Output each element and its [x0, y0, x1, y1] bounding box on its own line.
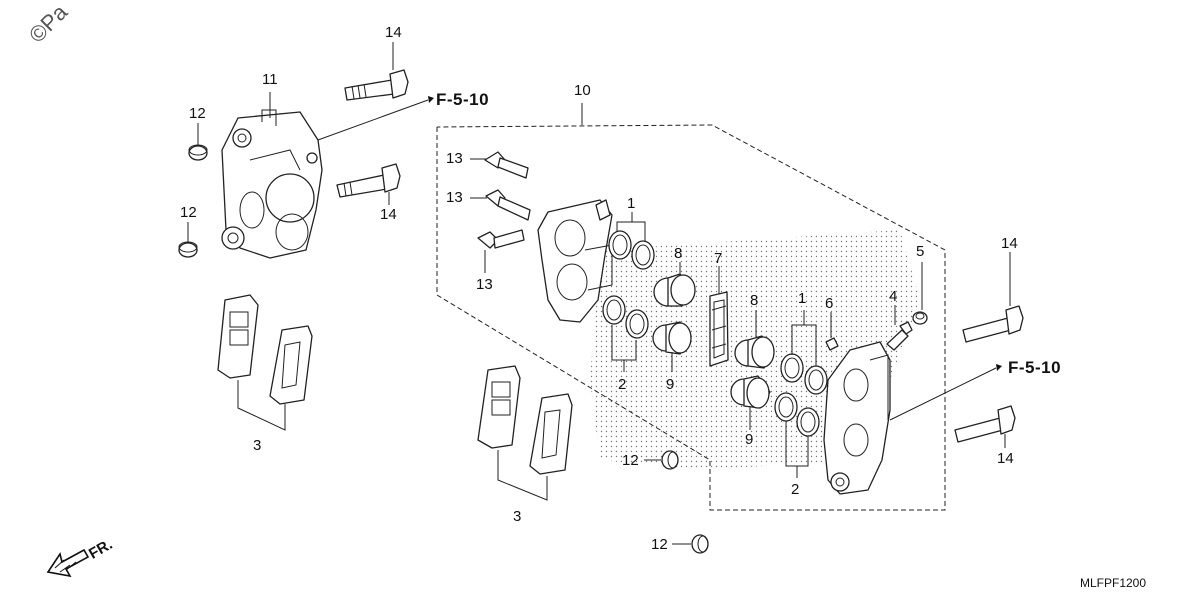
callout-1: 1	[627, 195, 636, 212]
left-caliper	[221, 109, 323, 259]
seals-2-center	[602, 295, 649, 339]
reference-label-upper: F-5-10	[436, 90, 490, 109]
cap-6	[825, 337, 839, 351]
callout-3: 3	[513, 508, 522, 525]
bolt-14-lower-right	[954, 405, 1016, 443]
callout-13: 13	[446, 189, 463, 206]
callout-14: 14	[385, 24, 402, 41]
drawing-code: MLFPF1200	[1080, 576, 1147, 590]
piston-8-center	[653, 273, 696, 307]
brake-pad-set-left	[217, 294, 313, 405]
callout-8: 8	[674, 245, 683, 262]
bushing-12-bottom	[691, 534, 709, 554]
bushing-12-lower-left	[178, 241, 198, 258]
callout-12: 12	[189, 105, 206, 122]
bolt-13-a	[484, 151, 529, 179]
callout-3: 3	[253, 437, 262, 454]
callout-12: 12	[180, 204, 197, 221]
seals-1-right	[780, 353, 828, 395]
bolt-13-b	[485, 189, 531, 221]
callout-7: 7	[714, 250, 723, 267]
reference-label-lower: F-5-10	[1008, 358, 1062, 377]
assembly-outline	[436, 103, 946, 511]
seals-1-center	[608, 230, 655, 270]
callout-14: 14	[380, 206, 397, 223]
front-arrow-icon	[46, 548, 90, 578]
callout-14: 14	[1001, 235, 1018, 252]
bushing-12-center	[661, 450, 679, 470]
callout-14: 14	[997, 450, 1014, 467]
callout-2: 2	[791, 481, 800, 498]
callout-9: 9	[666, 376, 675, 393]
callout-12: 12	[622, 452, 639, 469]
brake-pad-set-center	[477, 365, 573, 475]
spring-plate-7	[709, 291, 729, 367]
callout-5: 5	[916, 243, 925, 260]
bolt-14-upper-right	[962, 305, 1024, 343]
callout-11: 11	[262, 71, 278, 88]
callout-4: 4	[889, 288, 898, 305]
callout-13: 13	[476, 276, 493, 293]
callout-2: 2	[618, 376, 627, 393]
bolt-14-upper-left	[344, 69, 409, 101]
callout-12: 12	[651, 536, 668, 553]
callout-13: 13	[446, 150, 463, 167]
callout-9: 9	[745, 431, 754, 448]
bolt-13-c	[477, 229, 525, 249]
bushing-12-upper-left	[188, 144, 208, 161]
callout-1: 1	[798, 290, 807, 307]
callout-6: 6	[825, 295, 834, 312]
piston-8-right	[734, 335, 775, 369]
piston-9-center	[652, 321, 692, 355]
right-caliper	[823, 341, 891, 495]
bolt-14-lower-left	[336, 163, 401, 198]
bleeder-4	[886, 321, 913, 351]
bleeder-cap-5	[912, 311, 928, 325]
center-caliper	[537, 199, 613, 323]
callout-10: 10	[574, 82, 591, 99]
piston-9-right	[730, 375, 771, 409]
callout-8: 8	[750, 292, 759, 309]
